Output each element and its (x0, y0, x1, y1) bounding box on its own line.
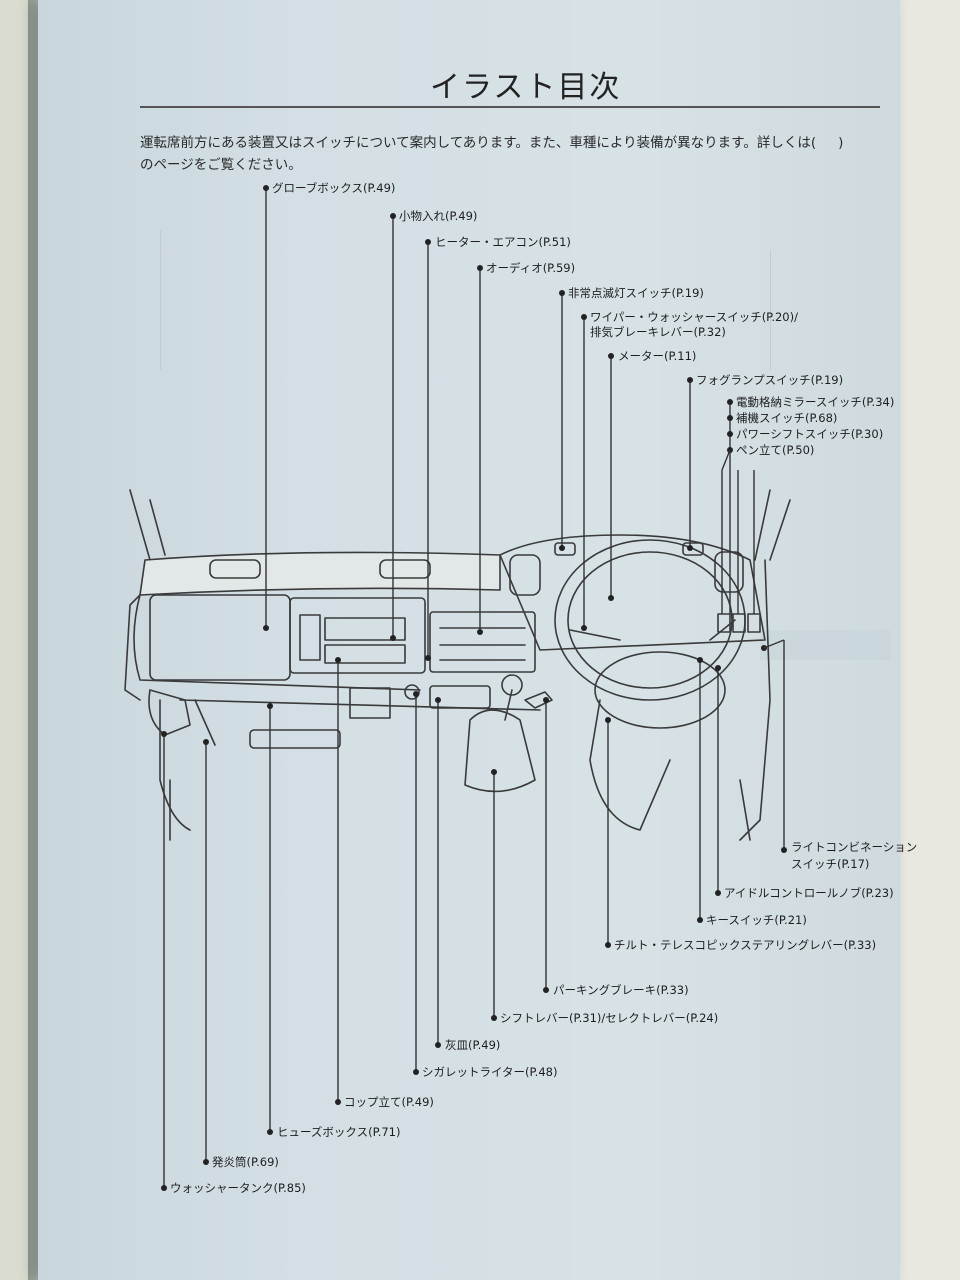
label-parking-brake: パーキングブレーキ(P.33) (553, 983, 689, 997)
label-cup-holder: コップ立て(P.49) (344, 1095, 434, 1109)
label-storage: 小物入れ(P.49) (399, 209, 478, 223)
label-pen-holder: ペン立て(P.50) (736, 443, 815, 457)
label-cig-lighter: シガレットライター(P.48) (422, 1065, 558, 1079)
label-washer-tank: ウォッシャータンク(P.85) (170, 1181, 306, 1195)
intro-paren-close: ) (838, 135, 844, 151)
label-light-combo-line2: スイッチ(P.17) (791, 857, 870, 871)
leader-lines (161, 185, 787, 1191)
label-key-switch: キースイッチ(P.21) (706, 913, 807, 927)
adjacent-page (900, 0, 960, 1280)
label-wiper-switch: ワイパー・ウォッシャースイッチ(P.20)/ (590, 310, 798, 324)
label-power-shift: パワーシフトスイッチ(P.30) (736, 427, 884, 441)
label-glove-box: グローブボックス(P.49) (272, 181, 396, 195)
label-audio: オーディオ(P.59) (486, 261, 576, 275)
label-heater-aircon: ヒーター・エアコン(P.51) (435, 235, 571, 249)
intro-line-1: 運転席前方にある装置又はスイッチについて案内してあります。また、車種により装備が… (140, 135, 817, 151)
intro-line-2: のページをご覧ください。 (140, 157, 302, 173)
label-hazard-switch: 非常点滅灯スイッチ(P.19) (568, 286, 704, 300)
label-shift-lever: シフトレバー(P.31)/セレクトレバー(P.24) (500, 1011, 719, 1025)
label-light-combo-line1: ライトコンビネーション (791, 840, 918, 854)
label-mirror-switch: 電動格納ミラースイッチ(P.34) (736, 395, 895, 409)
title-underline (140, 106, 880, 108)
page-title: イラスト目次 (430, 70, 622, 105)
label-fog-lamp: フォグランプスイッチ(P.19) (696, 373, 844, 387)
label-fuse-box: ヒューズボックス(P.71) (277, 1125, 401, 1139)
label-ashtray: 灰皿(P.49) (445, 1038, 501, 1052)
label-meter: メーター(P.11) (618, 349, 697, 363)
intro-text: 運転席前方にある装置又はスイッチについて案内してあります。また、車種により装備が… (140, 106, 890, 176)
label-exhaust-brake: 排気ブレーキレバー(P.32) (590, 325, 726, 339)
label-tilt-tele-lever: チルト・テレスコピックステアリングレバー(P.33) (614, 938, 877, 952)
label-aux-switch: 補機スイッチ(P.68) (736, 411, 838, 425)
label-idle-control: アイドルコントロールノブ(P.23) (724, 886, 894, 900)
label-flare: 発炎筒(P.69) (212, 1155, 279, 1169)
